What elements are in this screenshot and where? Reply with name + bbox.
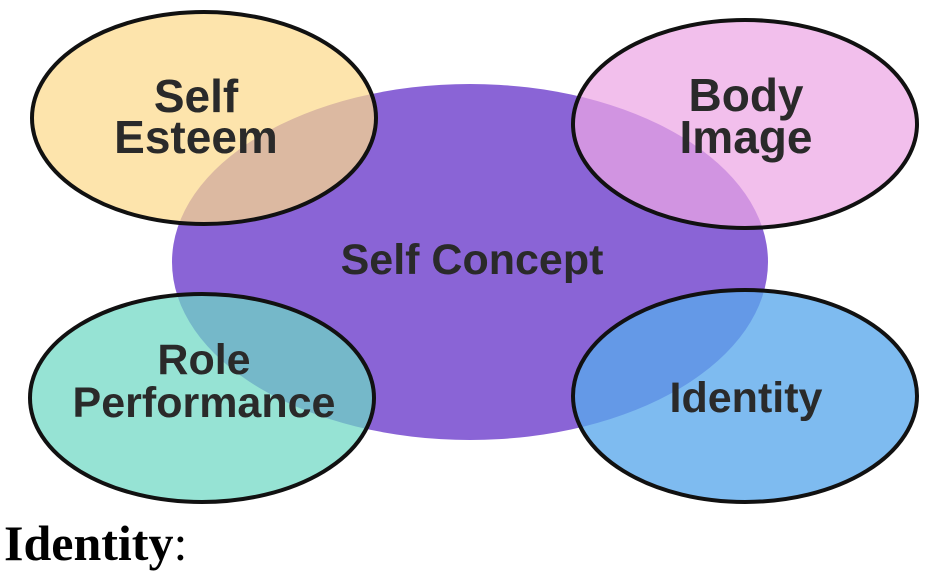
heading-colon: : — [173, 515, 188, 571]
label-body-image-line-1: Body — [689, 69, 804, 121]
ellipse-body-image — [571, 18, 919, 230]
ellipse-self-esteem — [30, 10, 378, 226]
ellipse-identity — [571, 288, 919, 504]
section-heading: Identity: — [4, 514, 187, 572]
label-self-esteem-line-1: Self — [154, 70, 239, 122]
label-identity: Identity — [670, 374, 823, 422]
label-self-concept: Self Concept — [341, 236, 604, 284]
label-body-image-line-2: Image — [680, 111, 813, 163]
heading-title: Identity — [4, 515, 174, 571]
self-concept-diagram: Self Concept Self Esteem Body Image Role… — [28, 10, 919, 504]
label-role-performance-line-2: Performance — [73, 379, 336, 427]
label-role-performance-line-1: Role — [157, 336, 250, 384]
label-self-esteem-line-2: Esteem — [114, 111, 278, 163]
ellipse-role-performance — [28, 292, 376, 504]
